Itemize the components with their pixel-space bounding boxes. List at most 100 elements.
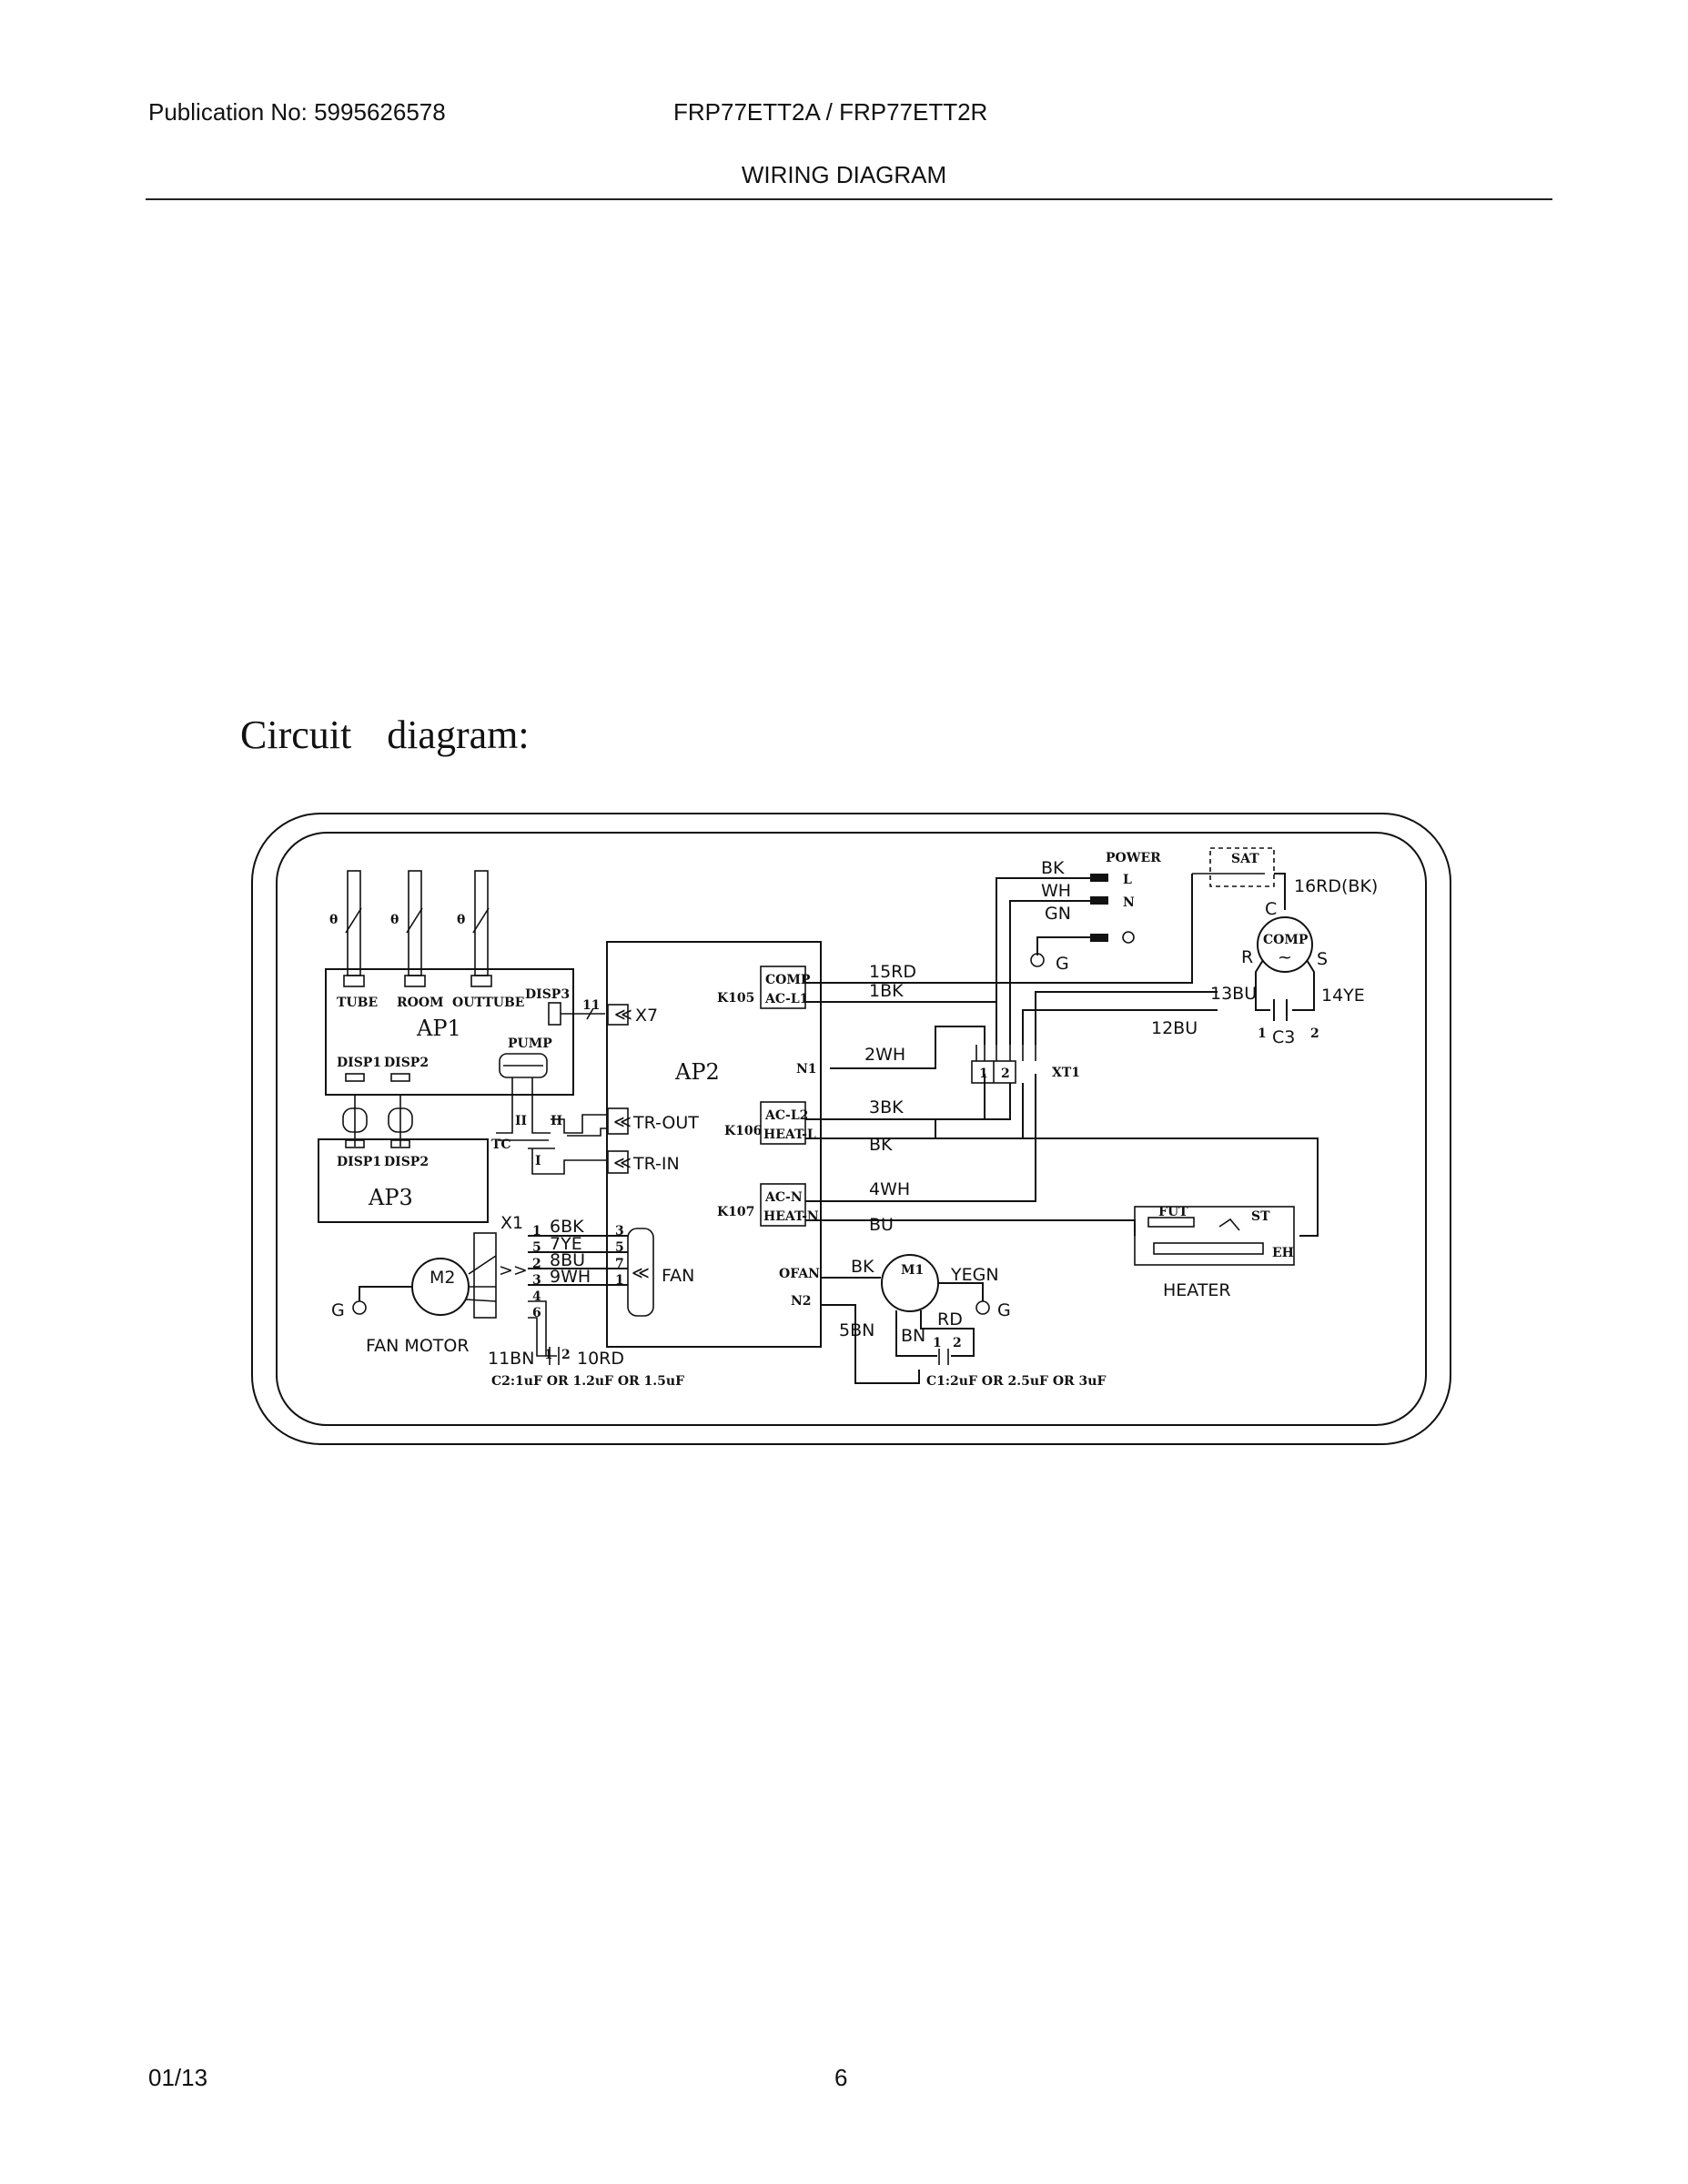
label-bu-heat: BU <box>869 1215 894 1235</box>
label-5bn: 5BN <box>839 1320 874 1340</box>
label-c1-note: C1:2uF OR 2.5uF OR 3uF <box>926 1374 1106 1389</box>
label-16rd: 16RD(BK) <box>1294 876 1378 896</box>
label-room: ROOM <box>397 996 444 1010</box>
ground-icon <box>1030 953 1045 967</box>
label-power-g: G <box>1056 954 1069 974</box>
label-n1: N1 <box>796 1062 817 1077</box>
label-c1-p1: 1 <box>933 1336 942 1350</box>
wire-15rd <box>805 874 1193 984</box>
label-comp-terminal: COMP <box>765 973 811 987</box>
label-c1-p2: 2 <box>953 1336 962 1350</box>
label-m1: M1 <box>901 1263 924 1278</box>
label-10rd: 10RD <box>577 1349 624 1369</box>
label-k107: K107 <box>717 1205 754 1219</box>
label-power: POWER <box>1106 851 1161 865</box>
label-c2-p2: 2 <box>561 1348 571 1362</box>
label-ac-n: AC-N <box>764 1190 803 1205</box>
relay-k105 <box>760 966 806 1009</box>
label-13bu: 13BU <box>1210 984 1257 1004</box>
label-st: ST <box>1251 1209 1270 1224</box>
wire-13bu <box>1255 959 1270 1011</box>
label-x1: X1 <box>500 1213 523 1233</box>
sat-protector <box>1209 847 1275 887</box>
label-plug-n: N <box>1123 895 1135 910</box>
pin-label: 4 <box>532 1289 541 1304</box>
pin-label: 3 <box>615 1224 624 1239</box>
label-n2: N2 <box>791 1294 812 1309</box>
wire-1bk <box>805 1001 997 1045</box>
label-tr-in: TR-IN <box>632 1154 680 1174</box>
pin-label: 3 <box>532 1273 541 1288</box>
theta-symbol: θ <box>329 913 338 927</box>
label-m2: M2 <box>430 1268 455 1288</box>
label-comp-s: S <box>1317 949 1328 969</box>
label-c2-p1: 1 <box>544 1348 553 1362</box>
connector-fan <box>627 1228 654 1317</box>
coil-ii-b: II <box>551 1114 562 1128</box>
label-bk-heat: BK <box>869 1135 893 1155</box>
plug-pin-n <box>1090 896 1108 905</box>
compressor-motor <box>1257 916 1313 973</box>
label-tc: TC <box>491 1138 511 1152</box>
section-title: WIRING DIAGRAM <box>741 161 947 188</box>
relay-k107 <box>760 1183 806 1227</box>
label-xt1-1: 1 <box>979 1067 988 1081</box>
label-disp3: DISP3 <box>525 987 570 1002</box>
wire-tr-out-a <box>551 1114 608 1134</box>
footer-date: 01/13 <box>148 2064 208 2091</box>
coil-ii-a: II <box>515 1114 527 1128</box>
label-4wh: 4WH <box>869 1179 910 1199</box>
label-11bn: 11BN <box>488 1349 534 1369</box>
label-fan-g: G <box>331 1300 345 1320</box>
theta-symbol: θ <box>457 913 465 927</box>
arrow-icon: ≪ <box>613 1112 632 1132</box>
label-compressor: COMP <box>1263 933 1309 947</box>
label-c2-note: C2:1uF OR 1.2uF OR 1.5uF <box>491 1374 684 1389</box>
arrow-icon: ≪ <box>614 1005 632 1025</box>
label-plug-l: L <box>1123 873 1132 887</box>
label-c3-p1: 1 <box>1258 1026 1267 1041</box>
model-number: FRP77ETT2A / FRP77ETT2R <box>673 98 988 126</box>
wire-14ye <box>1292 959 1315 1011</box>
diagram-inner-frame <box>276 832 1427 1426</box>
label-yegn: YEGN <box>950 1265 999 1285</box>
arrow-icon: ≪ <box>613 1153 632 1173</box>
label-heat-n: HEAT-N <box>763 1209 819 1224</box>
relay-k106 <box>760 1101 806 1145</box>
label-9wh: 9WH <box>550 1267 591 1287</box>
label-c3-p2: 2 <box>1310 1026 1319 1041</box>
wire-power-l <box>996 877 1090 1045</box>
sine-icon: ~ <box>1278 947 1292 967</box>
label-6bk: 6BK <box>550 1217 584 1237</box>
label-ac-l2: AC-L2 <box>764 1108 808 1123</box>
coil-i: I <box>535 1154 541 1168</box>
label-12bu: 12BU <box>1151 1018 1198 1038</box>
arrow-icon: >> <box>499 1260 528 1280</box>
pin-label: 6 <box>532 1306 541 1320</box>
label-m1-rd: RD <box>937 1309 963 1330</box>
label-ofan: OFAN <box>779 1267 820 1281</box>
sensor-outtube <box>470 870 492 987</box>
label-m1-bn: BN <box>901 1326 925 1346</box>
publication-number: Publication No: 5995626578 <box>148 98 446 126</box>
theta-symbol: θ <box>390 913 399 927</box>
label-7ye: 7YE <box>550 1234 582 1254</box>
ground-icon <box>1122 931 1135 944</box>
label-fan-motor: FAN MOTOR <box>366 1336 470 1356</box>
wire-2wh <box>830 1026 986 1069</box>
label-3bk: 3BK <box>869 1097 904 1117</box>
label-disp1: DISP1 <box>337 1056 381 1070</box>
connector-x1 <box>473 1232 497 1319</box>
label-ap3-disp1: DISP1 <box>337 1155 381 1169</box>
pin-label: 7 <box>615 1257 624 1271</box>
label-comp-r: R <box>1241 947 1253 967</box>
sensor-tube <box>343 870 365 987</box>
pin-label: 1 <box>532 1224 541 1239</box>
label-tube: TUBE <box>337 996 378 1010</box>
wire-tr-out-b <box>567 1127 608 1137</box>
connector-disp3 <box>548 1002 561 1026</box>
label-k106: K106 <box>724 1124 762 1138</box>
label-ap3-disp2: DISP2 <box>384 1155 429 1169</box>
ground-icon <box>975 1300 990 1315</box>
